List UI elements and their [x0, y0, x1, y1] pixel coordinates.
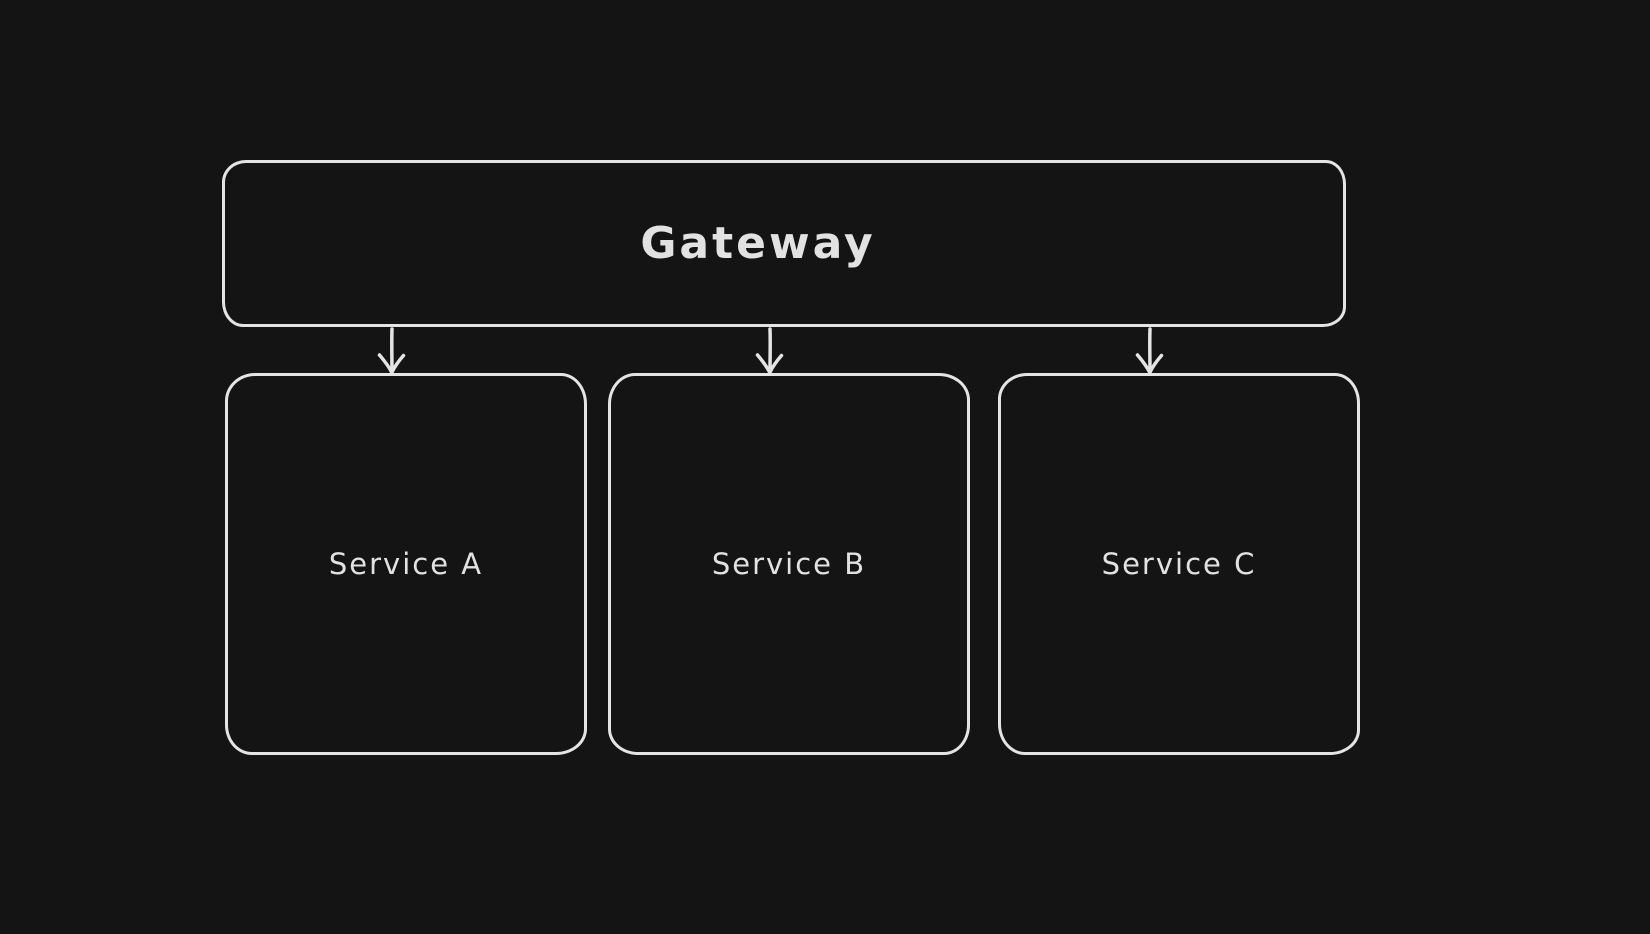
- node-service-c-label: Service C: [1101, 547, 1257, 581]
- node-service-c[interactable]: Service C: [998, 373, 1360, 755]
- edge-gateway-to-service-a-arrow-icon[interactable]: [377, 327, 406, 375]
- node-service-a-label: Service A: [328, 547, 484, 581]
- node-gateway-label: Gateway: [640, 218, 876, 269]
- node-service-b[interactable]: Service B: [608, 373, 970, 755]
- node-service-a[interactable]: Service A: [225, 373, 587, 755]
- edge-gateway-to-service-b-arrow-icon[interactable]: [755, 327, 784, 375]
- node-service-b-label: Service B: [711, 547, 867, 581]
- node-gateway[interactable]: Gateway: [222, 160, 1346, 327]
- edge-gateway-to-service-c-arrow-icon[interactable]: [1135, 327, 1164, 375]
